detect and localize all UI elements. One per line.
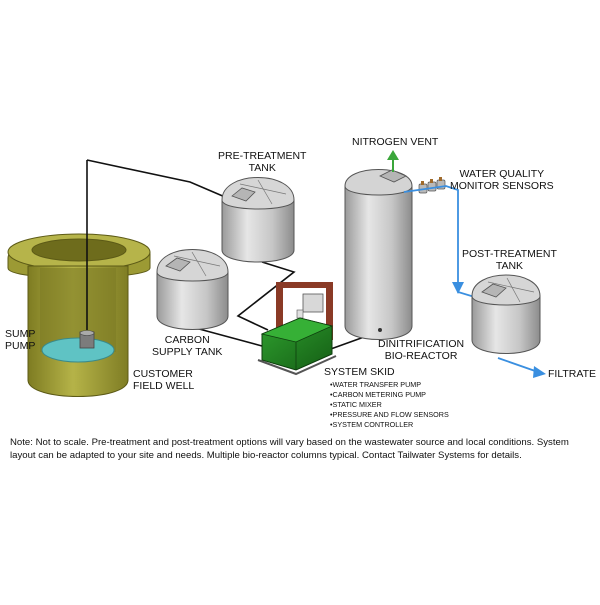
bio-reactor-label: DINITRIFICATION BIO-REACTOR: [378, 338, 464, 362]
system-skid: [257, 282, 337, 376]
pre-treatment-line2: TANK: [248, 162, 276, 174]
customer-line2: FIELD WELL: [133, 380, 195, 392]
pre-treatment-label: PRE-TREATMENT TANK: [218, 150, 306, 174]
well-water: [41, 337, 115, 363]
skid-component-list: WATER TRANSFER PUMP CARBON METERING PUMP…: [330, 380, 449, 430]
carbon-supply-tank: [156, 249, 229, 330]
skid-component: CARBON METERING PUMP: [330, 390, 449, 400]
skid-component: WATER TRANSFER PUMP: [330, 380, 449, 390]
sump-pump: [79, 160, 95, 349]
disclaimer-note: Note: Not to scale. Pre-treatment and po…: [10, 437, 569, 461]
customer-field-well: [7, 233, 151, 397]
denitrification-bio-reactor: [344, 169, 413, 340]
skid-component: SYSTEM CONTROLLER: [330, 420, 449, 430]
pre-treatment-line1: PRE-TREATMENT: [218, 150, 307, 162]
nitrogen-vent-arrow: [387, 150, 399, 172]
sump-line1: SUMP: [5, 328, 36, 340]
carbon-line1: CARBON: [164, 334, 210, 346]
system-skid-text: SYSTEM SKID: [324, 366, 395, 378]
water-quality-label: WATER QUALITY MONITOR SENSORS: [450, 168, 554, 192]
skid-component: PRESSURE AND FLOW SENSORS: [330, 410, 449, 420]
post-treatment-tank: [471, 274, 541, 354]
water-quality-line1: WATER QUALITY: [459, 168, 545, 180]
system-skid-label: SYSTEM SKID: [324, 366, 395, 378]
customer-field-well-label: CUSTOMER FIELD WELL: [133, 368, 194, 392]
carbon-supply-label: CARBON SUPPLY TANK: [152, 334, 222, 358]
pre-treatment-tank: [221, 177, 295, 263]
bio-reactor-line2: BIO-REACTOR: [384, 350, 458, 362]
sump-line2: PUMP: [5, 340, 36, 352]
sump-pump-label: SUMP PUMP: [5, 328, 35, 352]
filtrate-label: FILTRATE: [548, 368, 596, 380]
post-treatment-line1: POST-TREATMENT: [462, 248, 557, 260]
customer-line1: CUSTOMER: [133, 368, 193, 380]
post-treatment-line2: TANK: [495, 260, 524, 272]
filtrate-text: FILTRATE: [548, 368, 597, 380]
treated-water-piping: [403, 185, 546, 378]
post-treatment-label: POST-TREATMENT TANK: [462, 248, 557, 272]
skid-component: STATIC MIXER: [330, 400, 449, 410]
system-controller: [302, 293, 324, 313]
bio-reactor-line1: DINITRIFICATION: [378, 338, 465, 350]
carbon-line2: SUPPLY TANK: [152, 346, 223, 358]
water-quality-sensors: [418, 177, 446, 194]
nitrogen-vent-text: NITROGEN VENT: [352, 136, 439, 148]
nitrogen-vent-label: NITROGEN VENT: [352, 136, 438, 148]
water-quality-line2: MONITOR SENSORS: [450, 180, 554, 192]
